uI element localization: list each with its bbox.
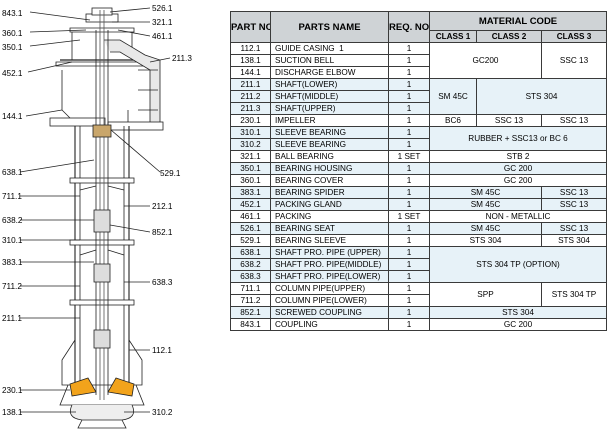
table-row: 211.3 SHAFT(UPPER) 1 [230, 102, 607, 115]
material-shaft-c1: SM 45C [429, 78, 477, 115]
callout-852-1: 852.1 [152, 228, 173, 237]
callout-211-3: 211.3 [172, 54, 192, 63]
callout-529-1: 529.1 [160, 169, 181, 178]
table-row: 638.2 SHAFT PRO. PIPE(MIDDLE) 1 [230, 258, 607, 271]
material-gc200: GC200 [429, 42, 542, 79]
callout-211-1: 211.1 [2, 314, 22, 323]
callout-212-1: 212.1 [152, 202, 173, 211]
callout-321-1: 321.1 [152, 18, 173, 27]
table-row: 529.1 BEARING SLEEVE 1 STS 304 STS 304 [230, 234, 608, 247]
callout-638-2: 638.2 [2, 216, 23, 225]
callout-310-2: 310.2 [152, 408, 173, 417]
table-row: 526.1 BEARING SEAT 1 SM 45C SSC 13 [230, 222, 608, 235]
table-row: 711.1 COLUMN PIPE(UPPER) 1 SPP STS 304 T… [230, 282, 608, 307]
callout-711-1: 711.1 [2, 192, 22, 201]
callout-638-3: 638.3 [152, 278, 173, 287]
table-row: 310.1 SLEEVE BEARING 1 RUBBER + SSC13 or… [230, 126, 608, 151]
header-part-no: PART NO. [230, 11, 271, 43]
header-class-1: CLASS 1 [429, 30, 477, 43]
material-ssc13: SSC 13 [540, 42, 608, 79]
callout-461-1: 461.1 [152, 32, 173, 41]
callout-138-1: 138.1 [2, 408, 23, 417]
callout-383-1: 383.1 [2, 258, 23, 267]
callout-144-1: 144.1 [2, 112, 23, 121]
table-row: 461.1 PACKING 1 SET NON - METALLIC [230, 210, 608, 223]
callout-452-1: 452.1 [2, 69, 23, 78]
callout-230-1: 230.1 [2, 386, 23, 395]
callout-711-2: 711.2 [2, 282, 22, 291]
material-column-pipe-c12: SPP [429, 282, 542, 307]
parts-table: PART NO. PARTS NAME REQ. NO MATERIAL COD… [230, 11, 608, 331]
table-row: 852.1 SCREWED COUPLING 1 STS 304 [230, 306, 608, 319]
table-row: 452.1 PACKING GLAND 1 SM 45C SSC 13 [230, 198, 608, 211]
callout-526-1: 526.1 [152, 4, 173, 13]
table-row: 211.1 SHAFT(LOWER) 1 SM 45C STS 304 [230, 78, 608, 115]
table-row: 138.1 SUCTION BELL 1 [230, 54, 607, 67]
material-shaft-pro-pipe: STS 304 TP (OPTION) [428, 246, 608, 283]
callout-360-1: 360.1 [2, 29, 23, 38]
table-row: 350.1 BEARING HOUSING 1 GC 200 [230, 162, 608, 175]
material-sleeve-bearing: RUBBER + SSC13 or BC 6 [428, 126, 608, 151]
table-row: 310.2 SLEEVE BEARING 1 [230, 138, 607, 151]
material-shaft-c23: STS 304 [475, 78, 608, 115]
table-row: 321.1 BALL BEARING 1 SET STB 2 [230, 150, 608, 163]
callout-350-1: 350.1 [2, 43, 23, 52]
header-material-code: MATERIAL CODE [428, 11, 608, 31]
header-parts-name: PARTS NAME [270, 11, 389, 43]
table-row: 360.1 BEARING COVER 1 GC 200 [230, 174, 608, 187]
table-row: 711.2 COLUMN PIPE(LOWER) 1 [230, 294, 607, 307]
table-row: 112.1 GUIDE CASING 1 1 GC200 SSC 13 [230, 42, 608, 79]
callout-843-1: 843.1 [2, 9, 23, 18]
callout-112-1: 112.1 [152, 346, 172, 355]
callout-638-1: 638.1 [2, 168, 23, 177]
table-row: 843.1 COUPLING 1 GC 200 [230, 318, 608, 331]
table-row: 144.1 DISCHARGE ELBOW 1 [230, 66, 607, 79]
header-class-2: CLASS 2 [476, 30, 542, 43]
pump-sectional-drawing: 843.1 360.1 350.1 452.1 144.1 638.1 711.… [2, 4, 192, 429]
table-row: 638.1 SHAFT PRO. PIPE (UPPER) 1 STS 304 … [230, 246, 608, 283]
header-req-no: REQ. NO [388, 11, 430, 43]
table-row: 230.1 IMPELLER 1 BC6 SSC 13 SSC 13 [230, 114, 608, 127]
table-row: 383.1 BEARING SPIDER 1 SM 45C SSC 13 [230, 186, 608, 199]
table-row: 638.3 SHAFT PRO. PIPE(LOWER) 1 [230, 270, 607, 283]
callout-310-1: 310.1 [2, 236, 23, 245]
material-column-pipe-c3: STS 304 TP [540, 282, 608, 307]
header-class-3: CLASS 3 [540, 30, 608, 43]
